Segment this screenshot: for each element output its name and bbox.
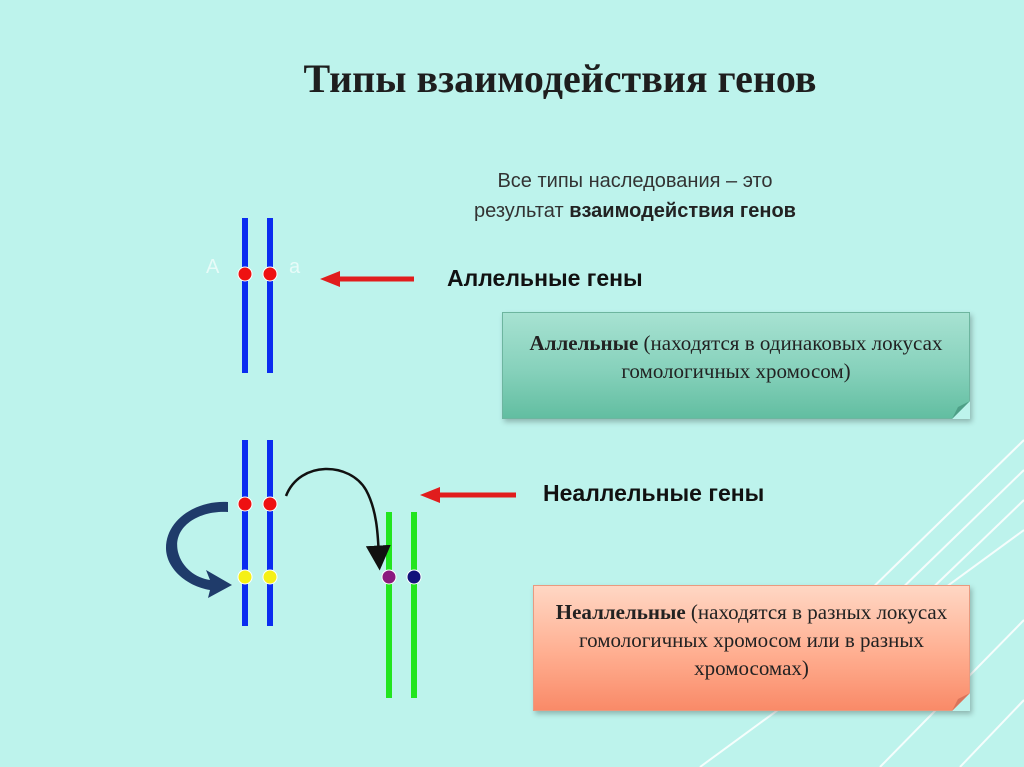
gene-dot-red [262, 266, 278, 282]
subtitle-line-1: Все типы наследования – это [497, 170, 773, 192]
allelic-box-bold: Аллельные [529, 331, 639, 355]
nonallelic-genes-label: Неаллельные гены [543, 480, 765, 506]
gene-dot-red [262, 496, 278, 512]
page-fold-icon [952, 401, 970, 419]
allelic-box-text: (находятся в одинаковых локусах гомологи… [621, 331, 943, 383]
subtitle-bold: взаимодействия генов [569, 200, 796, 222]
slide-title: Типы взаимодействия генов [303, 56, 817, 101]
chromosome-bottom-right [267, 440, 273, 626]
chromosome-top-left [242, 218, 248, 373]
red-arrow-nonallelic [420, 487, 516, 503]
subtitle-line-2: результат взаимодействия генов [470, 196, 800, 226]
gene-dot-yellow [262, 569, 278, 585]
allelic-definition-box: Аллельные (находятся в одинаковых локуса… [502, 312, 970, 419]
chromosome-green-right [411, 512, 417, 698]
red-arrow-allelic [320, 271, 414, 287]
gene-dot-red [237, 266, 253, 282]
allele-label-recessive: a [289, 256, 301, 278]
gene-dot-red [237, 496, 253, 512]
allele-label-dominant: A [206, 256, 220, 278]
chromosome-bottom-left [242, 440, 248, 626]
slide-subtitle: Все типы наследования – это результат вз… [470, 166, 800, 226]
nonallelic-definition-box: Неаллельные (находятся в разных локусах … [533, 585, 970, 711]
chromosome-top-right [267, 218, 273, 373]
gene-dot-purple [381, 569, 397, 585]
curved-arrow-black [284, 467, 391, 571]
page-fold-icon [952, 693, 970, 711]
subtitle-prefix: результат [474, 200, 570, 222]
gene-dot-navy [406, 569, 422, 585]
gene-dot-yellow [237, 569, 253, 585]
nonallelic-box-bold: Неаллельные [555, 600, 686, 624]
nonallelic-box-text: (находятся в разных локусах гомологичных… [579, 600, 948, 680]
curved-arrow-navy [166, 501, 232, 598]
allelic-genes-label: Аллельные гены [447, 265, 643, 291]
chromosome-green-left [386, 512, 392, 698]
